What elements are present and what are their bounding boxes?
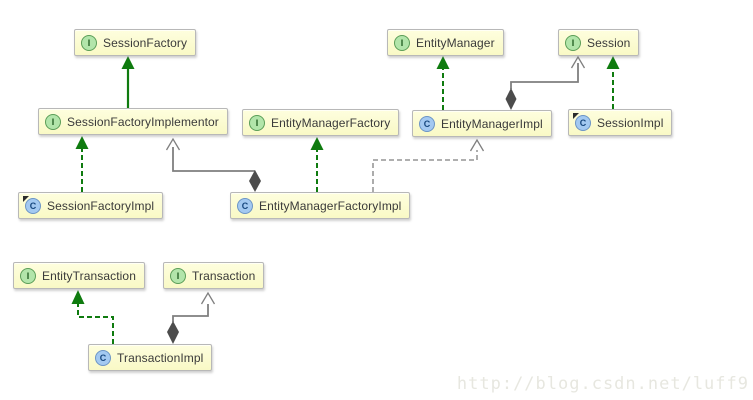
interface-icon: I [249, 114, 265, 131]
node-label: SessionFactoryImpl [47, 198, 155, 213]
edge-implements-sessionfactoryimplementor [75, 136, 89, 192]
node-label: EntityManagerFactoryImpl [259, 198, 402, 213]
edge-implements-entitytransaction [71, 290, 114, 344]
interface-icon: I [20, 267, 36, 284]
interface-icon: I [170, 267, 186, 284]
edge-extends-sessionfactory [121, 56, 135, 109]
uml-node-sessionimpl[interactable]: C SessionImpl [568, 109, 673, 136]
node-label: EntityManagerFactory [271, 115, 391, 130]
node-label: SessionImpl [597, 115, 664, 130]
edge-dependency-entitymanagerimpl [372, 138, 485, 192]
uml-node-session[interactable]: I Session [558, 29, 640, 56]
csdn-watermark: http://blog.csdn.net/luff9 [456, 374, 749, 394]
edge-aggregation-sessionfactoryimplementor [165, 137, 261, 192]
class-icon: C [23, 195, 41, 214]
corner-marker-icon [23, 195, 29, 202]
node-label: TransactionImpl [117, 350, 204, 365]
interface-icon: I [565, 34, 581, 51]
uml-node-entitymanager[interactable]: I EntityManager [387, 29, 504, 56]
uml-node-transaction[interactable]: I Transaction [163, 262, 265, 289]
class-icon: C [95, 349, 111, 366]
uml-node-sessionfactoryimpl[interactable]: C SessionFactoryImpl [18, 192, 164, 219]
uml-node-sessionfactoryimplementor[interactable]: I SessionFactoryImplementor [38, 108, 228, 135]
class-icon: C [419, 115, 435, 132]
uml-node-entitytransaction[interactable]: I EntityTransaction [13, 262, 145, 289]
class-icon: C [573, 112, 591, 131]
edge-implements-entitymanager [436, 56, 450, 110]
edge-aggregation-transaction [167, 291, 216, 344]
node-label: EntityManagerImpl [441, 116, 543, 131]
corner-marker-icon [573, 112, 579, 119]
uml-node-entitymanagerimpl[interactable]: C EntityManagerImpl [412, 110, 552, 137]
class-icon: C [237, 197, 253, 214]
uml-node-entitymanagerfactoryimpl[interactable]: C EntityManagerFactoryImpl [230, 192, 411, 219]
node-label: Session [587, 35, 631, 50]
interface-icon: I [45, 113, 61, 130]
node-label: Transaction [192, 268, 256, 283]
node-label: SessionFactoryImplementor [67, 114, 219, 129]
edge-implements-session [606, 56, 620, 109]
uml-node-sessionfactory[interactable]: I SessionFactory [74, 29, 197, 56]
node-label: EntityTransaction [42, 268, 136, 283]
uml-node-transactionimpl[interactable]: C TransactionImpl [88, 344, 213, 371]
edge-implements-entitymanagerfactory [310, 137, 324, 192]
uml-node-entitymanagerfactory[interactable]: I EntityManagerFactory [242, 109, 400, 136]
interface-icon: I [394, 34, 410, 51]
node-label: EntityManager [416, 35, 495, 50]
node-label: SessionFactory [103, 35, 188, 50]
interface-icon: I [81, 34, 97, 51]
edge-aggregation-session [505, 55, 586, 110]
